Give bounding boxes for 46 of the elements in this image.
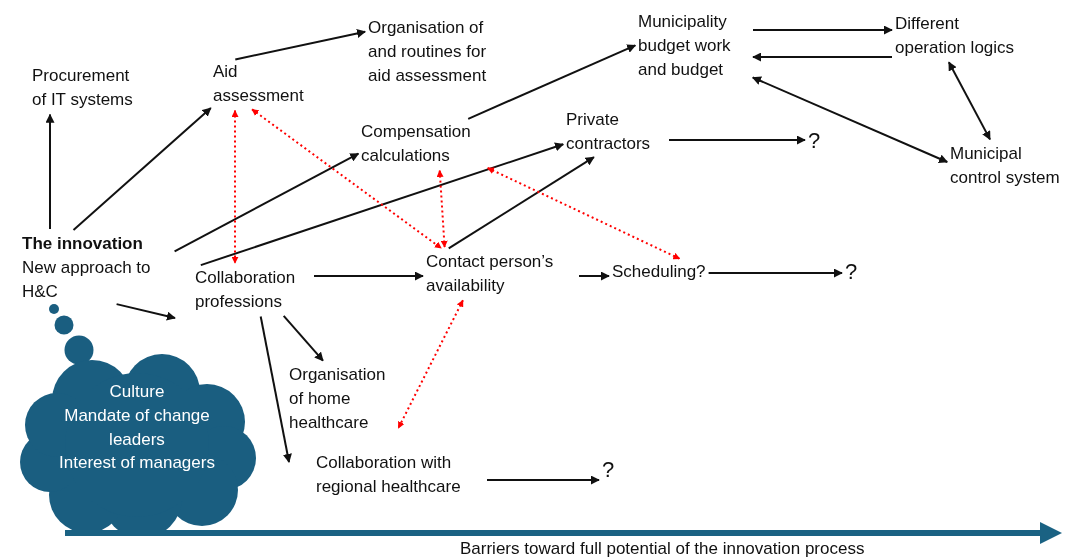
arrow — [45, 113, 55, 230]
arrow — [115, 303, 176, 321]
arrow — [752, 52, 893, 62]
node-text: New approach to H&C — [22, 256, 152, 303]
axis-caption: Barriers toward full potential of the innovation process — [460, 538, 865, 560]
node-text: Collaboration with regional healthcare — [316, 451, 484, 499]
arrow — [668, 135, 806, 145]
arrow — [282, 314, 324, 362]
cloud-text: Culture — [108, 381, 166, 403]
arrow — [751, 76, 949, 163]
dotted-arrow — [397, 299, 464, 430]
arrow — [313, 271, 424, 281]
node-text: Private contractors — [566, 108, 666, 156]
heading-text: The innovation — [22, 233, 144, 255]
arrow — [259, 315, 292, 463]
dotted-arrow — [251, 108, 443, 250]
arrow — [173, 152, 360, 253]
cloud-text: Interest of managers — [58, 452, 216, 475]
arrow — [234, 29, 367, 61]
node-text: Aid assessment — [213, 60, 313, 108]
node-text: Compensation calculations — [361, 120, 485, 168]
arrow — [199, 142, 565, 267]
node-text: Municipality budget work and budget — [638, 10, 750, 82]
arrow — [486, 475, 600, 485]
node-text: Scheduling? — [612, 260, 706, 284]
dotted-arrow — [231, 109, 239, 264]
dotted-arrow — [486, 167, 681, 260]
node-text: Procurement of IT systems — [32, 64, 144, 112]
arrow — [467, 44, 637, 120]
cloud-text: Mandate of change leaders — [63, 404, 211, 451]
node-text: Collaboration professions — [195, 266, 311, 314]
arrow — [578, 271, 610, 281]
question-mark: ? — [602, 455, 615, 486]
question-mark: ? — [808, 126, 821, 157]
arrow — [72, 107, 212, 231]
question-mark: ? — [845, 257, 858, 288]
arrow — [752, 25, 893, 35]
dotted-arrow — [436, 169, 448, 248]
node-text: Organisation of and routines for aid assessment — [368, 16, 506, 88]
arrow — [707, 268, 843, 278]
node-text: Municipal control system — [950, 142, 1062, 190]
node-text: Organisation of home healthcare — [289, 363, 397, 435]
arrow — [947, 61, 991, 141]
node-text: Contact person’s availability — [426, 250, 576, 298]
arrow — [447, 156, 595, 250]
node-text: Different operation logics — [895, 12, 1017, 60]
